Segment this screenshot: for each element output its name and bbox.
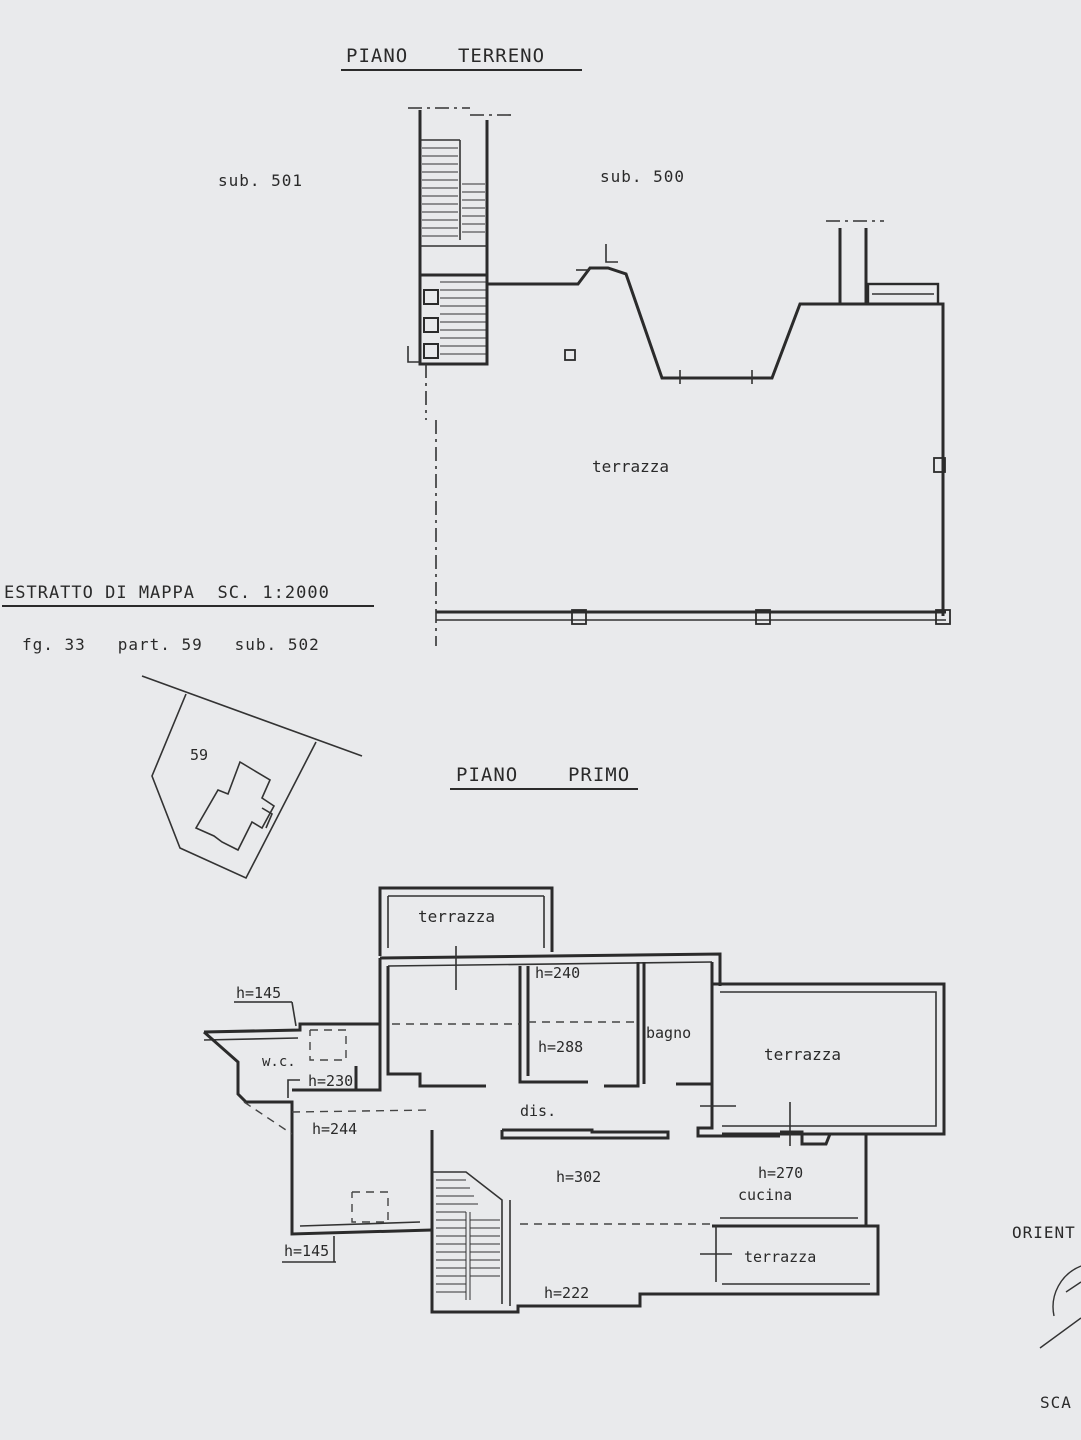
map-extract-title: ESTRATTO DI MAPPA SC. 1:2000	[4, 583, 330, 603]
ground-stairwell	[407, 107, 512, 366]
ff-h145-bottom-label: h=145	[284, 1242, 329, 1260]
ff-dis-label: dis.	[520, 1102, 556, 1120]
ground-terrace-outline	[425, 220, 951, 646]
parcel-number: 59	[190, 746, 208, 764]
ff-h145-top-label: h=145	[236, 984, 281, 1002]
ff-terrace-top-label: terrazza	[418, 907, 495, 926]
ground-terrace-label: terrazza	[592, 457, 669, 476]
ff-wc-label: w.c.	[262, 1054, 296, 1070]
first-floor-title: PIANO PRIMO	[456, 764, 630, 786]
ff-terrace-bottom-label: terrazza	[744, 1248, 816, 1266]
orientation-label: ORIENT	[1012, 1223, 1076, 1242]
sub-501-label: sub. 501	[218, 171, 303, 190]
ff-h244-label: h=244	[312, 1120, 357, 1138]
map-extract: ESTRATTO DI MAPPA SC. 1:2000 fg. 33 part…	[2, 583, 374, 880]
ff-bagno-label: bagno	[646, 1024, 691, 1042]
ff-h240-label: h=240	[535, 964, 580, 982]
first-floor-plan: PIANO PRIMO	[203, 764, 946, 1314]
orientation-block: ORIENT SCA	[1012, 1223, 1081, 1412]
sub-500-label: sub. 500	[600, 167, 685, 186]
ff-h230-label: h=230	[308, 1072, 353, 1090]
ff-terrace-right-label: terrazza	[764, 1045, 841, 1064]
scale-label: SCA	[1040, 1393, 1072, 1412]
ff-cucina-label: cucina	[738, 1186, 792, 1204]
north-arrow-icon	[1039, 1265, 1081, 1349]
ff-h288-label: h=288	[538, 1038, 583, 1056]
map-extract-reference: fg. 33 part. 59 sub. 502	[22, 635, 320, 654]
first-floor-stairs	[436, 1179, 500, 1300]
ff-h302-label: h=302	[556, 1168, 601, 1186]
ff-h222-label: h=222	[544, 1284, 589, 1302]
cadastral-map: 59	[141, 675, 363, 880]
ff-h270-label: h=270	[758, 1164, 803, 1182]
ground-floor-plan: PIANO TERRENO sub. 501 sub. 500	[218, 45, 951, 646]
ground-floor-title: PIANO TERRENO	[346, 45, 545, 67]
